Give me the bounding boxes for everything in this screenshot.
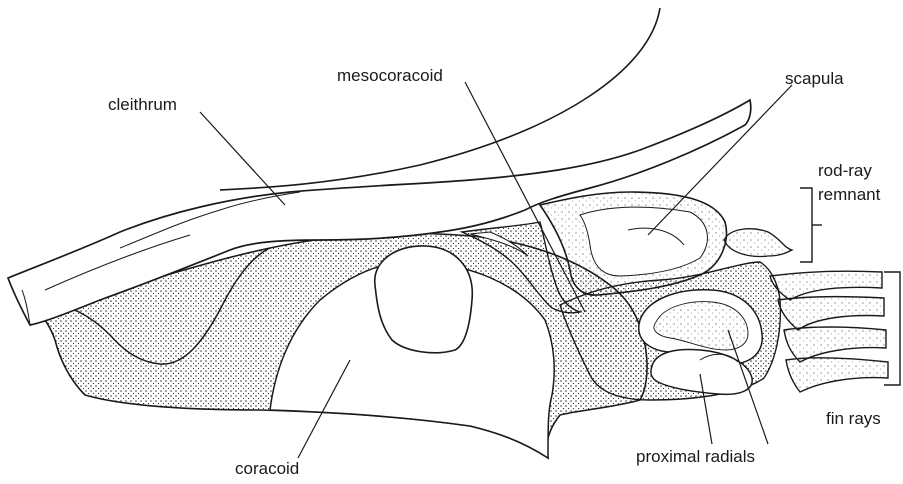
leader-cleithrum xyxy=(200,112,285,205)
label-scapula: scapula xyxy=(785,70,844,87)
fin-ray-1 xyxy=(770,271,882,300)
label-fin-rays: fin rays xyxy=(826,410,881,427)
label-rod-ray: rod-ray xyxy=(818,162,872,179)
fin-ray-2 xyxy=(778,297,884,330)
label-coracoid: coracoid xyxy=(235,460,299,477)
label-remnant: remnant xyxy=(818,186,880,203)
fin-ray-3 xyxy=(784,327,886,362)
fin-rays-group xyxy=(770,271,888,392)
fin-ray-4 xyxy=(786,358,888,392)
label-cleithrum: cleithrum xyxy=(108,96,177,113)
coracoid-foramen xyxy=(375,246,473,353)
rod-ray-remnant-shape xyxy=(724,229,792,257)
label-mesocoracoid: mesocoracoid xyxy=(337,67,443,84)
label-proximal-radials: proximal radials xyxy=(636,448,755,465)
